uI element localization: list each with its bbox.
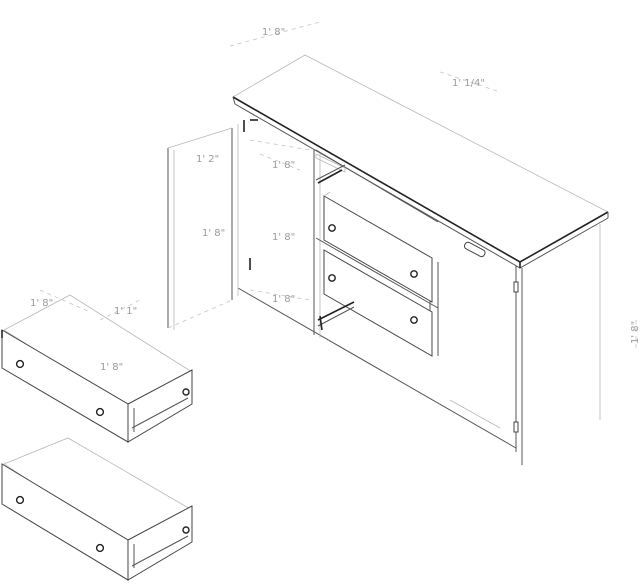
cabinet-body bbox=[237, 149, 601, 465]
loose-drawer-lower bbox=[1, 437, 193, 581]
hinge-lower-icon bbox=[513, 421, 519, 433]
knob-icon bbox=[410, 316, 418, 324]
knob-icon bbox=[328, 274, 336, 282]
dim-lower-opening: 1' 8" bbox=[272, 294, 295, 305]
cable-grommet-icon bbox=[463, 241, 486, 258]
dim-top-depth: 1' 8" bbox=[262, 27, 285, 38]
dimension-labels: 1' 8" 1' 1/4" 1' 2" 1' 8" 1' 8" 1' 8" 1'… bbox=[30, 27, 641, 373]
dim-drawer-a-width: 1' 1" bbox=[114, 306, 137, 317]
dim-door-middle: 1' 8" bbox=[202, 228, 225, 239]
loose-drawer-upper bbox=[1, 294, 193, 443]
knob-icon bbox=[182, 526, 190, 534]
dim-top-width: 1' 1/4" bbox=[452, 78, 485, 89]
knob-icon bbox=[95, 543, 105, 553]
dimension-lines bbox=[39, 21, 637, 350]
drawer-slide-rail bbox=[317, 301, 355, 331]
cabinet-drawer-upper bbox=[323, 191, 433, 303]
knob-icon bbox=[328, 224, 336, 232]
dim-middle-opening: 1' 8" bbox=[272, 232, 295, 243]
knob-icon bbox=[95, 407, 105, 417]
knob-icon bbox=[15, 495, 25, 505]
dim-drawer-a-front: 1' 8" bbox=[100, 362, 123, 373]
dim-door-upper: 1' 2" bbox=[196, 154, 219, 165]
knob-icon bbox=[15, 359, 25, 369]
cabinet-door-left bbox=[167, 119, 311, 330]
dim-side-height: 1' 8" bbox=[630, 321, 641, 344]
dim-upper-opening: 1' 8" bbox=[272, 160, 295, 171]
dim-drawer-a-depth: 1' 8" bbox=[30, 298, 53, 309]
knob-icon bbox=[182, 388, 190, 396]
knob-icon bbox=[410, 270, 418, 278]
hinge-upper-icon bbox=[513, 281, 519, 293]
cabinet-drawer-lower bbox=[323, 249, 433, 357]
